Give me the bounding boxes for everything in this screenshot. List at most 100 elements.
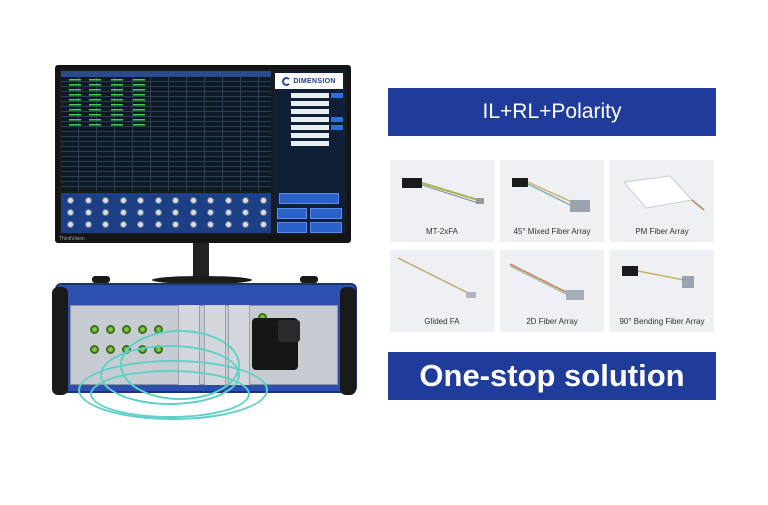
settings-field-button[interactable] — [331, 125, 343, 130]
calibrate-button[interactable] — [277, 208, 307, 219]
solution-banner: One-stop solution — [388, 352, 716, 400]
product-label: 90° Bending Fiber Array — [619, 317, 705, 326]
channel-toggle[interactable] — [172, 209, 180, 216]
channel-toggle[interactable] — [119, 221, 127, 228]
table-values-column — [111, 79, 123, 129]
mixed-fiber-array-icon — [512, 178, 590, 212]
channel-toggle[interactable] — [67, 209, 74, 216]
instrument-bumper-right — [340, 287, 356, 395]
settings-field[interactable] — [291, 101, 329, 106]
channel-toggle[interactable] — [84, 197, 92, 204]
measuring-button[interactable] — [310, 222, 342, 233]
channel-toggle[interactable] — [259, 209, 267, 216]
monitor-stand-base — [152, 276, 252, 284]
product-card: MT-2xFA — [390, 160, 494, 242]
channel-toggle[interactable] — [84, 209, 92, 216]
fiber-port[interactable] — [138, 325, 147, 334]
dimension-logo-text: DIMENSION — [293, 77, 336, 85]
channel-toggle[interactable] — [102, 197, 110, 204]
measurement-table — [61, 71, 271, 191]
channel-toggle[interactable] — [67, 197, 74, 204]
table-values-column — [133, 79, 145, 129]
settings-field[interactable] — [291, 141, 329, 146]
channel-toggle[interactable] — [137, 221, 145, 228]
instrument-bumper-left — [52, 287, 68, 395]
cancel-button[interactable] — [277, 222, 307, 233]
settings-panel: DIMENSION — [273, 71, 345, 233]
product-card: Glided FA — [390, 250, 494, 332]
channel-toggle[interactable] — [102, 221, 110, 228]
channel-toggle[interactable] — [119, 197, 127, 204]
channel-toggle[interactable] — [84, 221, 92, 228]
fiber-port[interactable] — [106, 325, 115, 334]
fiber-port[interactable] — [122, 325, 131, 334]
channel-row — [67, 208, 267, 217]
channel-toggle[interactable] — [259, 197, 267, 204]
channel-toggle[interactable] — [207, 209, 215, 216]
channel-toggle[interactable] — [207, 221, 215, 228]
settings-field[interactable] — [291, 109, 329, 114]
channel-toggle[interactable] — [137, 197, 145, 204]
channel-toggle[interactable] — [189, 209, 197, 216]
fiber-port[interactable] — [90, 345, 99, 354]
channel-toggle[interactable] — [242, 221, 250, 228]
channel-toggle[interactable] — [137, 209, 145, 216]
fiber-port[interactable] — [106, 345, 115, 354]
dimension-logo: DIMENSION — [275, 73, 343, 89]
channel-toggle[interactable] — [119, 209, 127, 216]
channel-toggle[interactable] — [172, 221, 180, 228]
channel-toggle[interactable] — [102, 209, 110, 216]
settings-field[interactable] — [291, 117, 329, 122]
settings-field-button[interactable] — [331, 93, 343, 98]
monitor-stand-neck — [193, 243, 209, 279]
product-card: 90° Bending Fiber Array — [610, 250, 714, 332]
channel-toggle[interactable] — [67, 221, 74, 228]
pm-fiber-array-icon — [623, 175, 705, 211]
channel-row — [67, 196, 267, 205]
product-label: Glided FA — [424, 317, 460, 326]
measuring-button[interactable] — [310, 208, 342, 219]
monitor: DIMENSION — [55, 65, 351, 243]
channel-toggle[interactable] — [259, 221, 267, 228]
settings-field[interactable] — [291, 133, 329, 138]
dimension-logo-icon — [282, 76, 292, 86]
settings-button[interactable] — [279, 193, 339, 204]
channel-toggle[interactable] — [154, 221, 162, 228]
channel-toggle[interactable] — [154, 197, 162, 204]
instrument-foot — [92, 276, 110, 283]
fiber-port[interactable] — [90, 325, 99, 334]
solution-text: One-stop solution — [419, 358, 685, 393]
mt-2xfa-connector-icon — [402, 178, 484, 204]
settings-field-button[interactable] — [331, 117, 343, 122]
settings-field[interactable] — [291, 93, 329, 98]
channel-toggle[interactable] — [154, 209, 162, 216]
product-label: 2D Fiber Array — [526, 317, 578, 326]
channel-toggle[interactable] — [224, 221, 232, 228]
product-label: PM Fiber Array — [635, 227, 689, 236]
headline-text: IL+RL+Polarity — [482, 100, 622, 123]
instrument-foot — [300, 276, 318, 283]
bending-fiber-array-icon — [622, 266, 694, 288]
product-label: 45° Mixed Fiber Array — [513, 227, 591, 236]
fiber-cable — [120, 330, 240, 400]
settings-field[interactable] — [291, 125, 329, 130]
channel-toggle[interactable] — [189, 221, 197, 228]
channel-toggle[interactable] — [242, 209, 250, 216]
channel-toggle[interactable] — [189, 197, 197, 204]
product-card: PM Fiber Array — [610, 160, 714, 242]
channel-toggle[interactable] — [207, 197, 215, 204]
channel-row — [67, 220, 267, 229]
product-card: 45° Mixed Fiber Array — [500, 160, 604, 242]
channel-toggle[interactable] — [172, 197, 180, 204]
channel-controls — [61, 193, 271, 233]
table-values-column — [89, 79, 101, 129]
product-card: 2D Fiber Array — [500, 250, 604, 332]
glided-fiber-icon — [397, 257, 476, 298]
fiber-holder-face — [278, 320, 300, 342]
channel-toggle[interactable] — [242, 197, 250, 204]
monitor-screen: DIMENSION — [59, 69, 347, 235]
monitor-brand: ThinkVision — [59, 236, 85, 242]
product-label: MT-2xFA — [425, 227, 458, 236]
channel-toggle[interactable] — [224, 209, 232, 216]
channel-toggle[interactable] — [224, 197, 232, 204]
